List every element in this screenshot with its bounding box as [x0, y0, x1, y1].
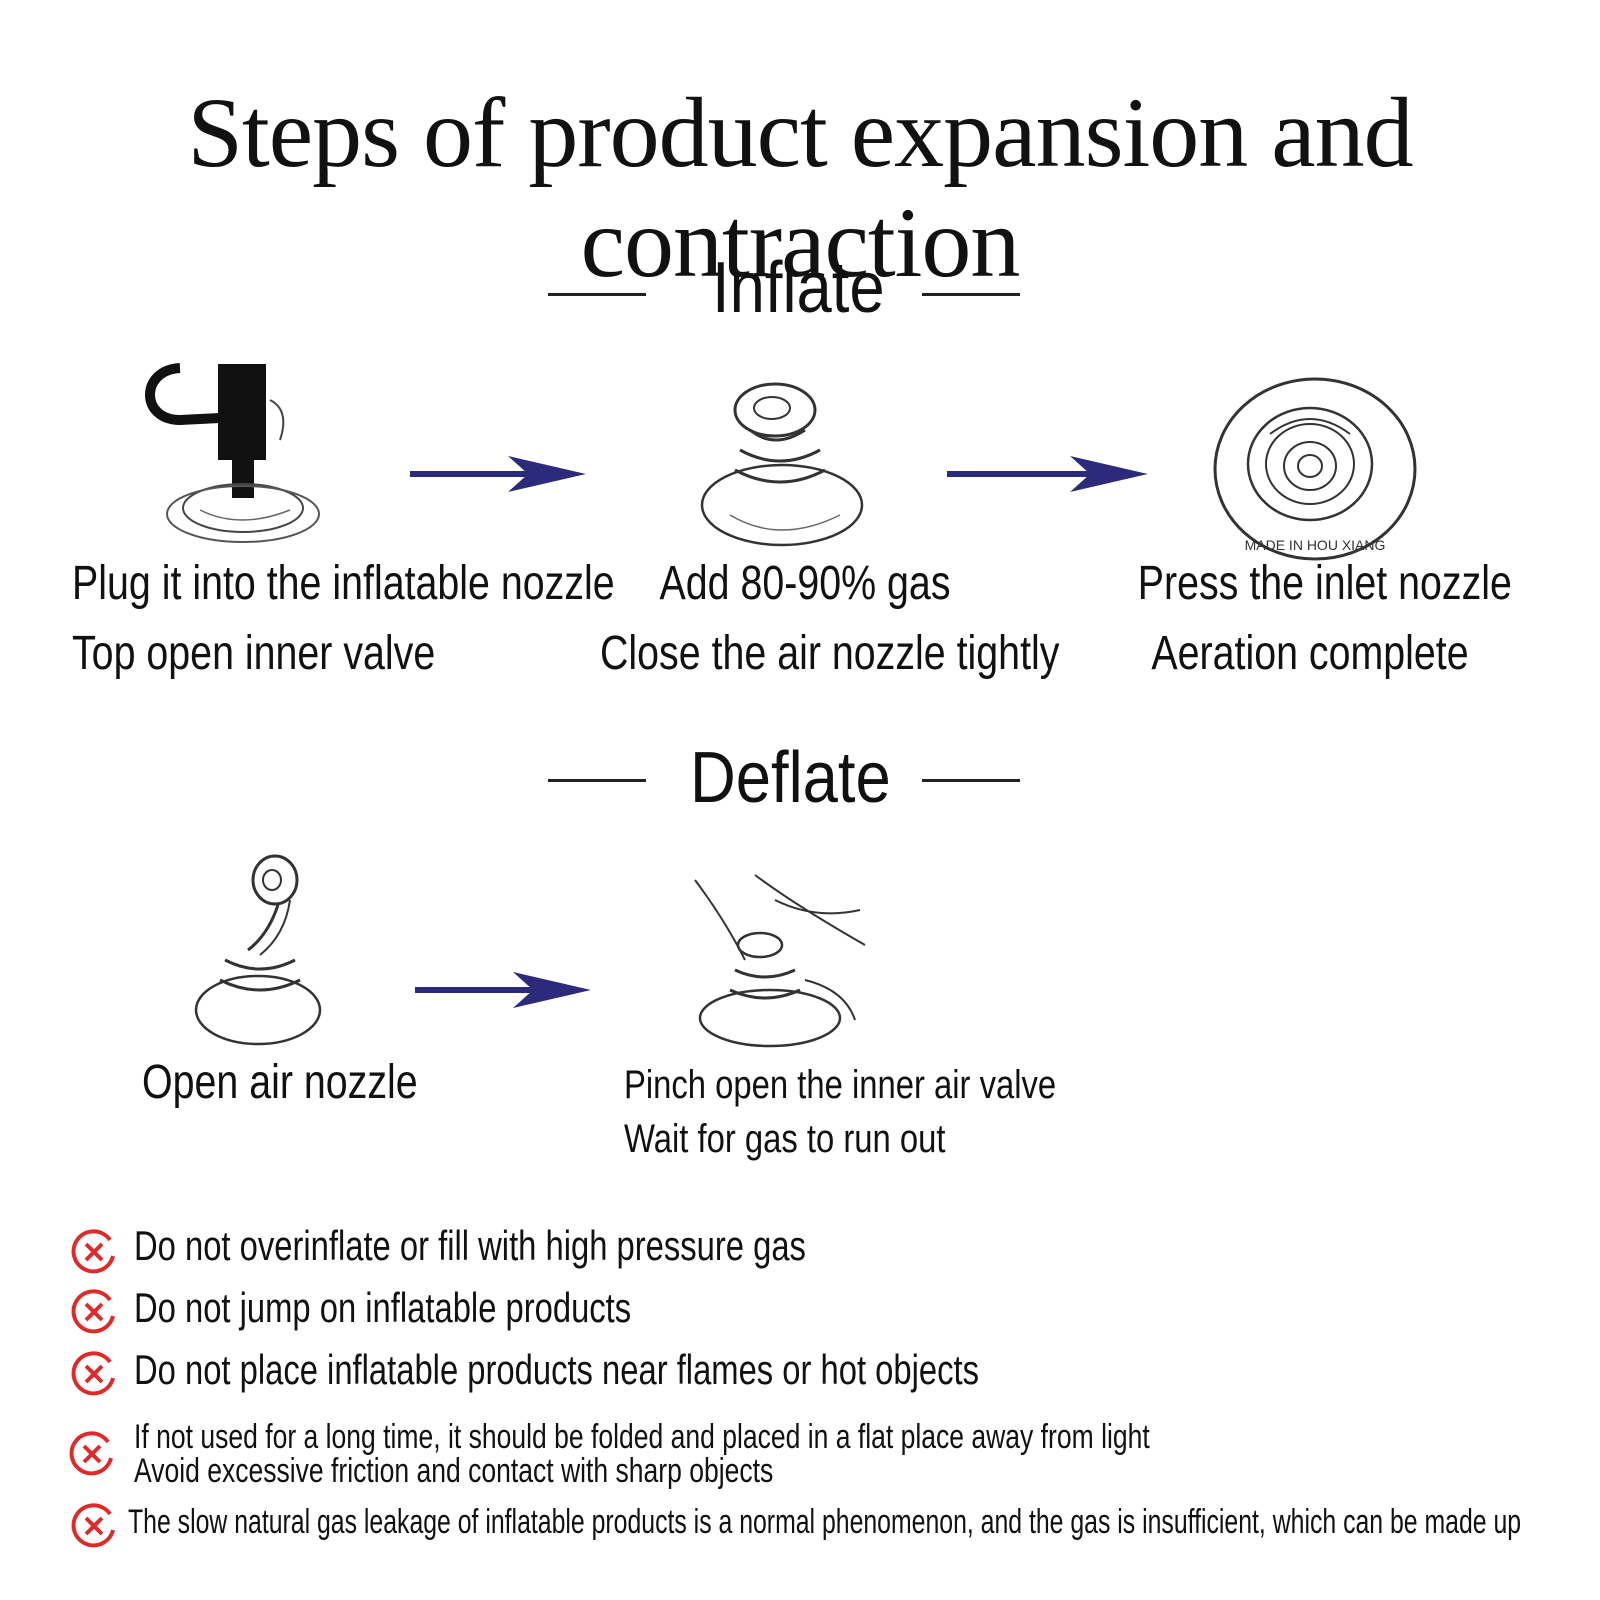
- warning-x-icon: [68, 1430, 116, 1478]
- warning-text: If not used for a long time, it should b…: [134, 1418, 1150, 1456]
- warning-text: Do not overinflate or fill with high pre…: [134, 1222, 806, 1269]
- step3-line1: Press the inlet nozzle: [1137, 557, 1512, 610]
- arrow-right-icon: [945, 452, 1150, 496]
- pinch-valve-icon: [685, 860, 875, 1050]
- deflate-step1-label: Open air nozzle: [142, 1056, 418, 1109]
- warning-text: Do not place inflatable products near fl…: [134, 1346, 979, 1393]
- step1-line2: Top open inner valve: [72, 627, 436, 680]
- warning-x-icon: [70, 1228, 118, 1276]
- warning-text: The slow natural gas leakage of inflatab…: [128, 1503, 1522, 1541]
- deflate-heading: Deflate: [690, 738, 891, 818]
- deflate-step2-line2: Wait for gas to run out: [624, 1117, 946, 1161]
- warning-text: Do not jump on inflatable products: [134, 1284, 632, 1331]
- warning-x-icon: [70, 1288, 118, 1336]
- divider-right: [922, 779, 1020, 782]
- valve-stamp-text: MADE IN HOU XIANG: [1245, 537, 1386, 553]
- valve-top-view-icon: MADE IN HOU XIANG: [1210, 374, 1420, 569]
- open-valve-icon: [190, 850, 330, 1050]
- arrow-right-icon: [408, 452, 588, 496]
- page-title: Steps of product expansion and contracti…: [187, 77, 1413, 298]
- pump-nozzle-icon: [140, 360, 320, 550]
- divider-left: [548, 779, 646, 782]
- divider-left: [548, 293, 646, 296]
- step2-line1: Add 80-90% gas: [659, 557, 951, 610]
- warning-text: Avoid excessive friction and contact wit…: [134, 1452, 774, 1490]
- deflate-step2-line1: Pinch open the inner air valve: [624, 1063, 1057, 1107]
- step1-line1: Plug it into the inflatable nozzle: [72, 557, 615, 610]
- divider-right: [922, 293, 1020, 296]
- valve-cap-icon: [700, 370, 870, 555]
- step3-line2: Aeration complete: [1151, 627, 1469, 680]
- warning-x-icon: [70, 1350, 118, 1398]
- step2-line2: Close the air nozzle tightly: [600, 627, 1060, 680]
- inflate-heading: Inflate: [712, 248, 885, 328]
- arrow-right-icon: [413, 968, 593, 1012]
- warning-x-icon: [70, 1502, 118, 1550]
